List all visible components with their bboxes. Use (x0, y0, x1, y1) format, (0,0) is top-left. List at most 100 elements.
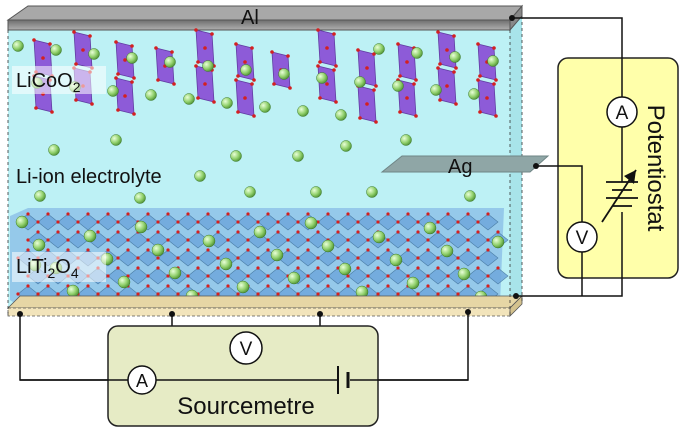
ag-label: Ag (448, 156, 472, 178)
oxygen-atom (172, 82, 176, 86)
anode-octahedron (477, 249, 499, 267)
oxygen-atom (116, 108, 120, 112)
oxygen-atom (90, 102, 94, 106)
oxygen-atom (476, 266, 480, 270)
oxygen-atom (226, 212, 230, 216)
oxygen-atom (246, 238, 250, 242)
oxygen-atom (114, 40, 118, 44)
lithium-ion (423, 221, 437, 235)
oxygen-atom (226, 238, 230, 242)
oxygen-atom (326, 212, 330, 216)
lithium-ion (321, 239, 335, 253)
lithium-ion (491, 235, 505, 249)
lithium-ion (107, 85, 119, 97)
oxygen-atom (456, 220, 460, 224)
lithium-ion (145, 89, 157, 101)
oxygen-atom (326, 284, 330, 288)
oxygen-atom (156, 292, 160, 296)
oxygen-atom (456, 292, 460, 296)
oxygen-atom (286, 248, 290, 252)
oxygen-atom (306, 212, 310, 216)
oxygen-atom (156, 78, 160, 82)
oxygen-atom (386, 274, 390, 278)
svg-text:LiCoO2: LiCoO2 (16, 70, 81, 95)
oxygen-atom (376, 256, 380, 260)
oxygen-atom (116, 230, 120, 234)
oxygen-atom (326, 274, 330, 278)
oxygen-atom (316, 292, 320, 296)
oxygen-atom (81, 48, 85, 52)
oxygen-atom (316, 64, 320, 68)
oxygen-atom (74, 62, 78, 66)
oxygen-atom (26, 284, 30, 288)
lithium-ion (50, 44, 62, 56)
oxygen-atom (123, 94, 127, 98)
oxygen-atom (306, 238, 310, 242)
battery-icon (337, 366, 350, 394)
oxygen-atom (436, 292, 440, 296)
oxygen-atom (252, 114, 256, 118)
oxygen-atom (256, 256, 260, 260)
oxygen-atom (476, 220, 480, 224)
oxygen-atom (366, 284, 370, 288)
oxygen-atom (436, 30, 440, 34)
oxygen-atom (466, 212, 470, 216)
oxygen-atom (332, 32, 336, 36)
oxygen-atom (334, 100, 338, 104)
oxygen-atom (88, 34, 92, 38)
lithium-ion (278, 68, 290, 80)
oxygen-atom (416, 230, 420, 234)
oxygen-atom (405, 96, 409, 100)
oxygen-atom (270, 50, 274, 54)
wire-ag-to-voltmeter (536, 165, 583, 222)
anode-octahedron (477, 213, 499, 231)
oxygen-atom (236, 256, 240, 260)
lithium-ion (304, 216, 318, 230)
oxygen-atom (86, 212, 90, 216)
oxygen-atom (196, 60, 200, 64)
oxygen-atom (266, 274, 270, 278)
oxygen-atom (146, 212, 150, 216)
oxygen-atom (166, 248, 170, 252)
lithium-ion (48, 144, 60, 156)
oxygen-atom (96, 230, 100, 234)
oxygen-atom (445, 84, 449, 88)
oxygen-atom (356, 220, 360, 224)
oxygen-atom (266, 248, 270, 252)
oxygen-atom (132, 76, 136, 80)
oxygen-atom (376, 220, 380, 224)
oxygen-atom (492, 46, 496, 50)
oxygen-atom (356, 266, 360, 270)
oxygen-atom (46, 238, 50, 242)
oxygen-atom (365, 66, 369, 70)
oxygen-atom (446, 284, 450, 288)
oxygen-atom (176, 220, 180, 224)
oxygen-atom (146, 284, 150, 288)
oxygen-atom (66, 212, 70, 216)
oxygen-atom (412, 82, 416, 86)
oxygen-atom (236, 292, 240, 296)
oxygen-atom (316, 28, 320, 32)
lithium-ion (221, 97, 233, 109)
oxygen-atom (454, 102, 458, 106)
oxygen-atom (46, 212, 50, 216)
oxygen-atom (286, 212, 290, 216)
oxygen-atom (212, 100, 216, 104)
oxygen-atom (136, 256, 140, 260)
oxygen-atom (96, 220, 100, 224)
oxygen-atom (154, 46, 158, 50)
oxygen-atom (492, 82, 496, 86)
lithium-ion (340, 140, 352, 152)
lithium-ion (183, 93, 195, 105)
oxygen-atom (36, 230, 40, 234)
oxygen-atom (286, 284, 290, 288)
oxygen-atom (186, 212, 190, 216)
wire-al-to-potentiostat-ammeter (512, 17, 623, 97)
lithium-ion (134, 192, 146, 204)
oxygen-atom (478, 74, 482, 78)
oxygen-atom (486, 238, 490, 242)
oxygen-atom (26, 212, 30, 216)
oxygen-atom (32, 38, 36, 42)
oxygen-atom (234, 78, 238, 82)
oxygen-atom (276, 230, 280, 234)
